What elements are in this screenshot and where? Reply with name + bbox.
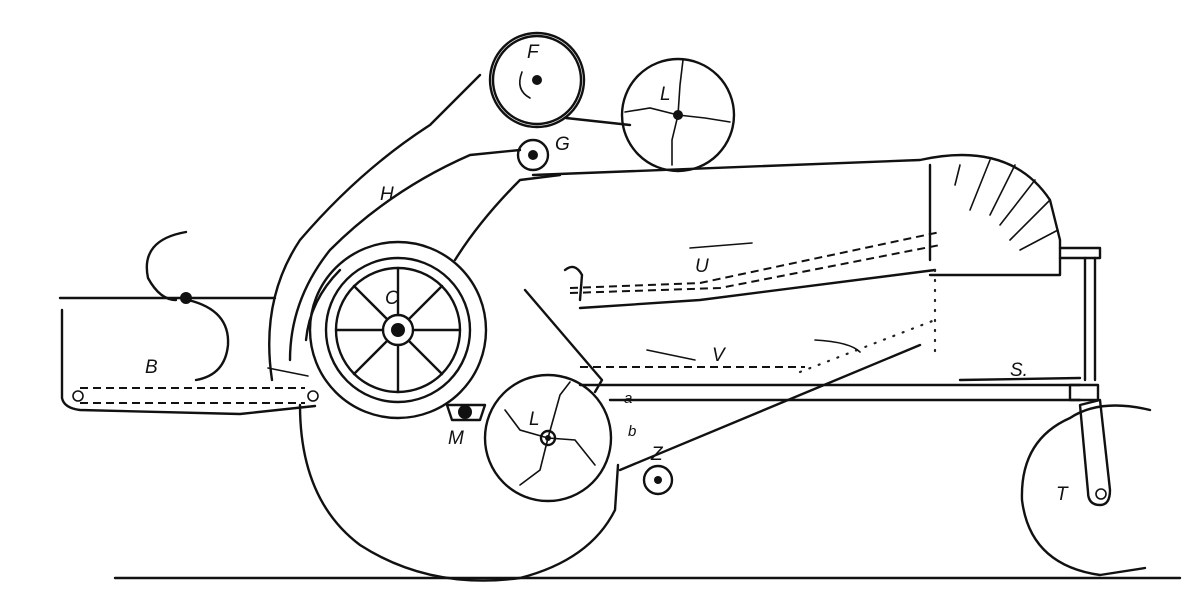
label-z: Z xyxy=(650,444,664,465)
elevator-h xyxy=(268,73,562,382)
label-l-top: L xyxy=(660,84,671,105)
fan-g xyxy=(516,138,550,172)
beater-l-top xyxy=(564,57,736,173)
label-c: C xyxy=(385,288,399,309)
body-frame xyxy=(531,153,1102,382)
label-a: a xyxy=(624,390,632,407)
shoe-v xyxy=(523,288,1082,472)
drive-wheel xyxy=(298,403,620,582)
label-h: H xyxy=(380,184,394,205)
header-b xyxy=(58,230,319,416)
label-u: U xyxy=(695,256,709,277)
label-f: F xyxy=(527,42,540,63)
label-v: V xyxy=(712,345,727,366)
auger-z xyxy=(642,464,674,496)
fan-f xyxy=(488,31,586,129)
straw-walker-u xyxy=(563,231,941,362)
label-t: T xyxy=(1056,484,1069,505)
label-m: M xyxy=(448,428,464,449)
label-s: S. xyxy=(1010,360,1028,381)
drive-m xyxy=(445,403,487,422)
label-b-small: b xyxy=(628,423,636,440)
rear-wheel-t xyxy=(1020,383,1152,577)
label-l-bottom: L xyxy=(529,409,540,430)
label-g: G xyxy=(555,134,570,155)
label-b: B xyxy=(145,357,158,378)
beater-l-bottom xyxy=(483,373,613,503)
cylinder-c xyxy=(308,240,488,420)
